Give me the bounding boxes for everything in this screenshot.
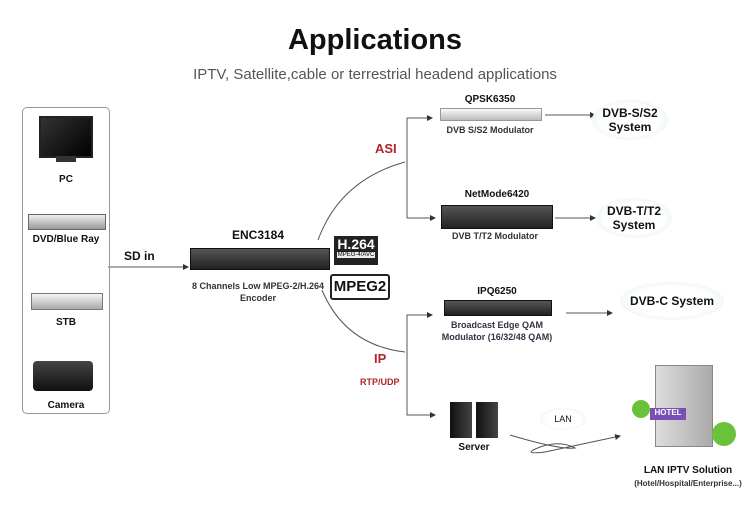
source-label-stb: STB [56,317,76,328]
lan-solution-subtitle: (Hotel/Hospital/Enterprise...) [634,479,742,488]
page-title: Applications [287,24,463,56]
video-camera-icon [33,361,93,391]
source-label-camera: Camera [47,400,85,411]
set-top-box-icon [31,293,103,310]
tree-icon-2 [712,422,736,446]
dvb-c-cloud: DVB-C System [620,282,724,320]
ip-label: IP [374,351,387,366]
qpsk-caption: DVB S/S2 Modulator [446,125,534,135]
netmode-name: NetMode6420 [464,189,530,200]
sd-in-label: SD in [124,249,155,263]
monitor-icon [39,116,93,158]
dvb-s-line1: DVB-S/S2 [602,106,658,120]
hotel-sign: HOTEL [650,408,686,420]
netmode-device [441,205,553,229]
hotel-building-icon [655,365,713,447]
mpeg4-avc-text: MPEG-4/AVC [337,252,375,258]
lan-cable [509,434,621,454]
ipq-device [444,300,552,316]
server-icon [450,402,472,438]
server-label: Server [458,442,490,453]
qpsk-device [440,108,542,121]
h264-logo: H.264 MPEG-4/AVC [334,236,378,265]
qpsk-name: QPSK6350 [464,94,516,105]
lan-cloud: LAN [540,408,586,430]
encoder-caption-line2: Encoder [239,293,277,303]
netmode-caption: DVB T/T2 Modulator [452,231,538,241]
source-label-dvd: DVD/Blue Ray [32,234,100,245]
dvb-t-line1: DVB-T/T2 [607,204,661,218]
monitor-stand-icon [56,156,76,162]
ipq-caption: Broadcast Edge QAM Modulator (16/32/48 Q… [442,319,553,343]
dvb-s-line2: System [608,120,652,134]
ipq-caption-line1: Broadcast Edge QAM [450,320,544,330]
sources-panel: PC DVD/Blue Ray STB Camera [22,107,110,414]
tree-icon [632,400,650,418]
lan-solution-title: LAN IPTV Solution [643,465,733,476]
dvb-t-line2: System [612,218,656,232]
h264-text: H.264 [337,236,375,252]
dvd-player-icon [28,214,106,230]
rtp-udp-label: RTP/UDP [360,377,400,387]
asi-label: ASI [375,141,397,156]
ipq-name: IPQ6250 [477,286,517,297]
server-icon-2 [476,402,498,438]
ipq-caption-line2: Modulator (16/32/48 QAM) [441,332,553,342]
mpeg2-logo: MPEG2 [330,274,390,300]
asi-curve [317,161,406,241]
source-label-pc: PC [59,174,73,185]
encoder-device [190,248,330,270]
ip-curve [321,289,406,353]
encoder-caption-line1: 8 Channels Low MPEG-2/H.264 [191,281,325,291]
encoder-name: ENC3184 [231,228,285,242]
page-subtitle: IPTV, Satellite,cable or terrestrial hea… [193,66,557,83]
encoder-caption: 8 Channels Low MPEG-2/H.264 Encoder [192,280,324,304]
